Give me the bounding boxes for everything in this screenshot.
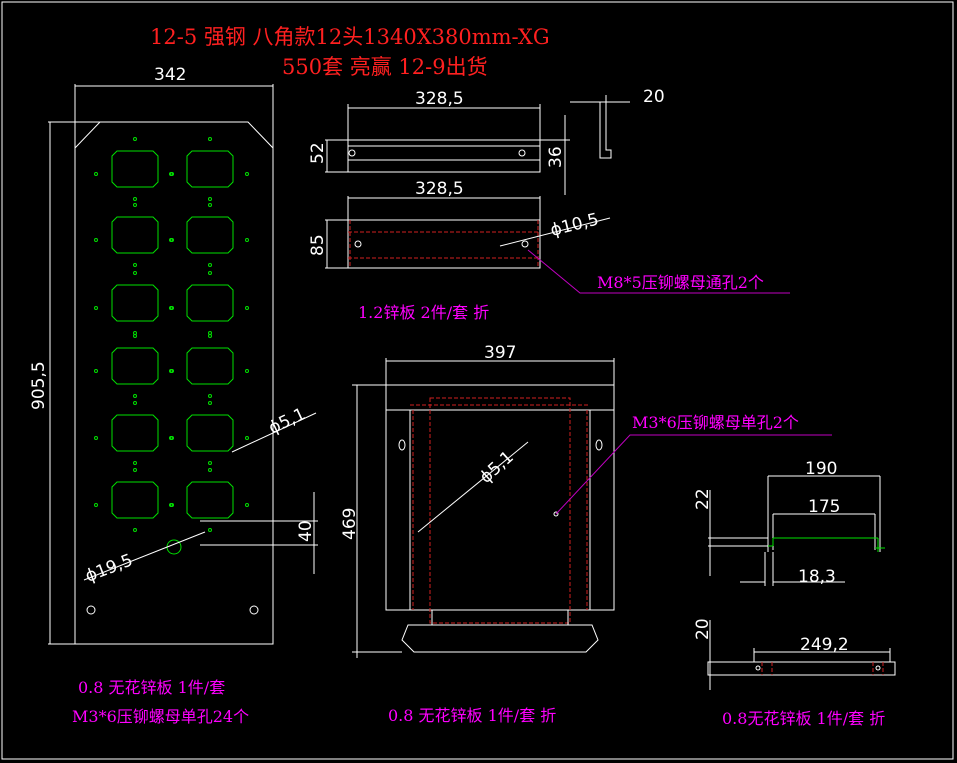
cutout-11 [111, 481, 159, 519]
cutout-8 [186, 347, 234, 385]
cutout-dot [208, 263, 212, 267]
bracket1-height-label: 52 [308, 142, 328, 164]
mount-hole-right [249, 605, 259, 615]
title-line-1: 12-5 强钢 八角款12头1340X380mm-XG [150, 25, 550, 49]
bracket-nut-note: M8*5压铆螺母通孔2个 [597, 273, 764, 292]
cutout-9 [111, 414, 159, 452]
strip-2492-label: 249,2 [800, 635, 849, 655]
left-panel-cutouts [94, 137, 249, 532]
cutout-dot [169, 503, 173, 507]
offset-dim-label: 40 [296, 520, 316, 542]
middle-panel-outline [385, 384, 615, 611]
cutout-dot [208, 271, 212, 275]
cutout-dot [94, 436, 98, 440]
cutout-dot [245, 369, 249, 373]
cutout-6 [186, 284, 234, 322]
strip-190-label: 190 [805, 459, 837, 479]
cutout-dot [208, 461, 212, 465]
strip-20-label: 20 [693, 618, 713, 640]
strip-183-label: 18,3 [798, 567, 836, 587]
middle-height-label: 469 [340, 508, 360, 540]
middle-note: 0.8 无花锌板 1件/套 折 [388, 706, 556, 725]
cutout-dot [133, 137, 137, 141]
strip-note: 0.8无花锌板 1件/套 折 [722, 709, 885, 728]
left-panel-note-1: 0.8 无花锌板 1件/套 [78, 678, 225, 697]
bracket2-hole-label: ϕ10,5 [548, 210, 600, 241]
cutout-dot [94, 503, 98, 507]
bracket-note: 1.2锌板 2件/套 折 [358, 303, 489, 322]
cutout-dot [208, 394, 212, 398]
bracket1-length-label: 328,5 [415, 89, 464, 109]
cutout-dot [208, 203, 212, 207]
strip-175-label: 175 [808, 497, 840, 517]
cutout-dot [133, 528, 137, 532]
cutout-10 [186, 414, 234, 452]
cutout-dot [208, 401, 212, 405]
cutout-1 [111, 150, 159, 188]
cutout-dot [133, 461, 137, 465]
cutout-dot [208, 137, 212, 141]
bracket1-side-label: 20 [643, 87, 665, 107]
right-strip-flat: 249,2 20 [693, 618, 896, 690]
cutout-dot [94, 306, 98, 310]
cutout-3 [111, 216, 159, 254]
middle-width-label: 397 [484, 343, 516, 363]
cutout-dot [169, 306, 173, 310]
cutout-dot [208, 468, 212, 472]
cutout-dot [245, 503, 249, 507]
cutout-dot [94, 238, 98, 242]
cutout-5 [111, 284, 159, 322]
cutout-dot [133, 401, 137, 405]
cutout-dot [245, 436, 249, 440]
mount-hole-left [86, 605, 96, 615]
cutout-dot [245, 306, 249, 310]
cutout-dot [208, 197, 212, 201]
cutout-dot [169, 436, 173, 440]
cutout-dot [245, 172, 249, 176]
cutout-dot [133, 263, 137, 267]
cutout-12 [186, 481, 234, 519]
right-strip-profile: 190 175 22 18,3 [693, 459, 885, 587]
cutout-dot [245, 238, 249, 242]
cutout-dot [133, 334, 137, 338]
cutout-dot [133, 203, 137, 207]
bracket2-height-label: 85 [308, 234, 328, 256]
large-hole-label: ϕ19,5 [83, 550, 136, 586]
cutout-dot [208, 334, 212, 338]
cutout-dot [94, 369, 98, 373]
cutout-4 [186, 216, 234, 254]
left-panel-height-label: 905,5 [29, 361, 49, 410]
cutout-2 [186, 150, 234, 188]
left-panel: 342 905,5 ϕ19,5 ϕ5,1 40 [29, 65, 318, 645]
bracket2-length-label: 328,5 [415, 179, 464, 199]
cutout-dot [133, 271, 137, 275]
title-line-2: 550套 亮赢 12-9出货 [282, 55, 488, 79]
left-panel-width-label: 342 [154, 65, 186, 85]
small-hole-label: ϕ5,1 [266, 404, 309, 438]
cutout-dot [169, 238, 173, 242]
cutout-dot [133, 394, 137, 398]
middle-panel: 397 469 ϕ5,1 [340, 343, 832, 658]
cutout-dot [133, 468, 137, 472]
top-bracket-view-1: 328,5 52 36 20 [308, 87, 665, 195]
cutout-7 [111, 347, 159, 385]
strip-22-label: 22 [693, 488, 713, 510]
middle-nut-note: M3*6压铆螺母单孔2个 [632, 413, 799, 432]
cutout-dot [169, 369, 173, 373]
cutout-dot [133, 197, 137, 201]
middle-hole-label: ϕ5,1 [476, 447, 518, 487]
cutout-dot [94, 172, 98, 176]
cutout-dot [208, 528, 212, 532]
cutout-dot [169, 172, 173, 176]
left-panel-note-2: M3*6压铆螺母单孔24个 [72, 707, 249, 726]
bracket1-height2-label: 36 [546, 146, 566, 168]
